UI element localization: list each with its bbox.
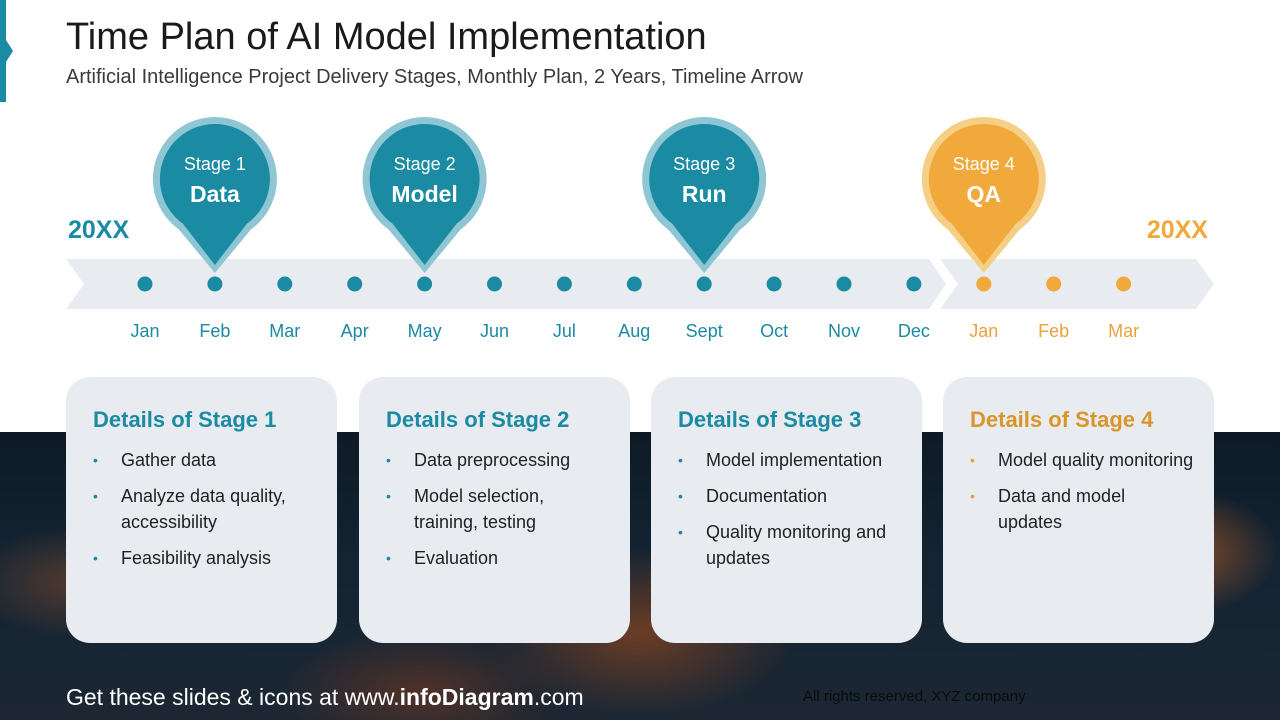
month-label: Apr (340, 321, 369, 341)
list-item: Documentation (678, 483, 902, 509)
month-label: Feb (1038, 321, 1070, 341)
timeline-dot (836, 276, 852, 292)
stage-pin-label: Stage 1 Data (155, 154, 275, 208)
list-item: Data and model updates (970, 483, 1194, 535)
timeline-dot (626, 276, 642, 292)
page-subtitle: Artificial Intelligence Project Delivery… (66, 66, 804, 88)
timeline-arrow (66, 116, 1214, 309)
card-title: Details of Stage 2 (386, 407, 570, 432)
month-label: Jul (552, 321, 576, 341)
stage-name: QA (966, 181, 1002, 207)
month-label: May (407, 321, 442, 341)
timeline-dot (976, 276, 992, 292)
timeline-dot (137, 276, 153, 292)
stage-number: Stage 1 (183, 154, 246, 174)
footer-cta-suffix: .com (533, 684, 584, 710)
stage-pin-label: Stage 2 Model (365, 154, 485, 208)
stage-name: Data (189, 181, 240, 207)
timeline-track-year2 (940, 259, 1214, 309)
timeline-dot (1046, 276, 1062, 292)
stage-pin-label: Stage 4 QA (924, 154, 1044, 208)
timeline-dot (696, 276, 712, 292)
stage-4-details-card: Details of Stage 4 Model quality monitor… (943, 377, 1214, 643)
accent-chevron (6, 40, 13, 62)
stage-3-details-card: Details of Stage 3 Model implementation … (651, 377, 922, 643)
card-title: Details of Stage 1 (93, 407, 277, 432)
card-title: Details of Stage 3 (678, 407, 862, 432)
timeline-dot (487, 276, 502, 292)
month-label: Jan (130, 321, 160, 341)
year-label-start: 20XX (68, 216, 130, 244)
month-label: Nov (827, 321, 860, 341)
month-label: Jan (969, 321, 999, 341)
stage-number: Stage 3 (673, 154, 736, 174)
month-label: Dec (897, 321, 930, 341)
timeline-dot (207, 276, 223, 292)
list-item: Gather data (93, 447, 317, 473)
list-item: Model implementation (678, 447, 902, 473)
timeline-dots (137, 276, 1132, 292)
month-label: Aug (618, 321, 651, 341)
card-list: Gather data Analyze data quality, access… (93, 447, 317, 571)
page-title: Time Plan of AI Model Implementation (66, 16, 707, 58)
list-item: Model selection, training, testing (386, 483, 610, 535)
stage-pins (152, 116, 1046, 273)
stage-pin-shape (649, 124, 760, 265)
stage-1-details-card: Details of Stage 1 Gather data Analyze d… (66, 377, 337, 643)
timeline-dot (766, 276, 782, 292)
stage-pin-shape (928, 123, 1039, 265)
stage-name: Run (681, 181, 727, 207)
list-item: Quality monitoring and updates (678, 519, 902, 571)
month-label: Mar (1108, 321, 1140, 341)
timeline-dot (1116, 276, 1132, 292)
stage-name: Model (391, 181, 458, 207)
list-item: Data preprocessing (386, 447, 610, 473)
month-label: Mar (269, 321, 301, 341)
stage-number: Stage 4 (952, 154, 1015, 174)
timeline-dot (277, 276, 293, 292)
timeline-dot (347, 276, 363, 292)
year-label-end: 20XX (1146, 216, 1208, 244)
month-label: Jun (479, 321, 510, 341)
footer-cta-brand: infoDiagram (399, 684, 534, 710)
footer-rights: All rights reserved, XYZ company (803, 688, 1026, 705)
timeline-dot (417, 276, 433, 292)
month-label: Sept (685, 321, 723, 341)
stage-pin-shape (159, 124, 270, 266)
month-label: Oct (760, 321, 789, 341)
accent-bar (0, 0, 6, 102)
timeline-dot (556, 276, 572, 292)
list-item: Evaluation (386, 545, 610, 571)
card-list: Model quality monitoring Data and model … (970, 447, 1194, 535)
card-title: Details of Stage 4 (970, 407, 1154, 432)
timeline-track-year1 (66, 259, 946, 309)
stage-pin-label: Stage 3 Run (644, 154, 764, 208)
list-item: Model quality monitoring (970, 447, 1194, 473)
list-item: Analyze data quality, accessibility (93, 483, 317, 535)
stage-number: Stage 2 (393, 154, 456, 174)
list-item: Feasibility analysis (93, 545, 317, 571)
month-label: Feb (199, 321, 231, 341)
footer-link[interactable]: Get these slides & icons at www.infoDiag… (66, 684, 584, 711)
stage-2-details-card: Details of Stage 2 Data preprocessing Mo… (359, 377, 630, 643)
card-list: Model implementation Documentation Quali… (678, 447, 902, 571)
timeline-dot (906, 276, 922, 292)
card-list: Data preprocessing Model selection, trai… (386, 447, 610, 571)
footer-cta-prefix: Get these slides & icons at www. (66, 684, 400, 710)
stage-pin-shape (369, 123, 480, 265)
